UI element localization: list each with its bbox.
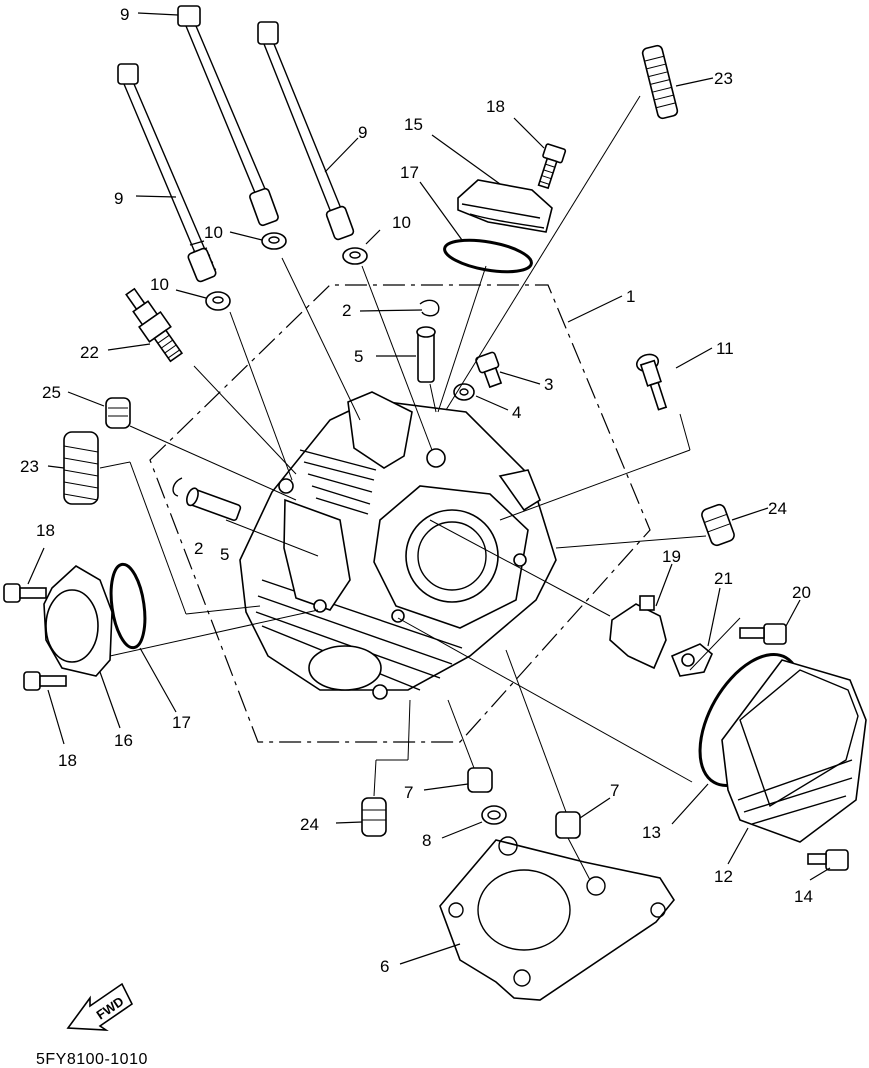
plug-25 [105,397,131,429]
cylinder-head [239,391,557,700]
callout-11: 11 [716,339,734,358]
callout-7-a: 7 [404,783,413,802]
fwd-arrow-icon: FWD [66,982,134,1031]
callout-20: 20 [792,583,811,602]
o-ring-8 [481,805,507,825]
callout-4: 4 [512,403,521,422]
callout-24-a: 24 [768,499,787,518]
callout-18-a: 18 [486,97,505,116]
callout-17-a: 17 [400,163,419,182]
bolt-18-left-bottom [23,671,67,691]
drawing-code: 5FY8100-1010 [36,1051,148,1068]
valve-guide-5-left [186,487,242,522]
callout-6: 6 [380,957,389,976]
bolt-18-left-top [3,583,47,603]
washer-2 [342,247,368,265]
bolt-18-top [537,143,567,190]
stud-bolt-middle [177,5,279,227]
bolt-11 [635,353,668,411]
bolt-3 [475,351,503,389]
callout-10-b: 10 [392,213,411,232]
callout-9-a: 9 [120,5,129,24]
callout-24-b: 24 [300,815,319,834]
plug-24-right [701,503,735,547]
valve-guide-5-top [416,326,436,383]
callout-labels: 9 9 9 23 18 15 17 10 10 10 2 1 22 5 11 3… [20,5,813,976]
spark-plug [125,287,184,363]
leader-lines [27,12,831,965]
callout-14: 14 [794,887,813,906]
part-21 [670,643,713,677]
callout-2-a: 2 [342,301,351,320]
callout-19: 19 [662,547,681,566]
stud-23-left [63,431,99,505]
callout-25: 25 [42,383,61,402]
stud-23-top [641,44,679,120]
callout-9-c: 9 [114,189,123,208]
dowel-7-right [555,811,581,839]
tappet-cover-left [43,565,113,677]
callout-7-b: 7 [610,781,619,800]
part-19 [609,595,667,670]
oil-filler-cap [457,179,553,233]
callout-18-c: 18 [58,751,77,770]
callout-5-a: 5 [354,347,363,366]
o-ring-top [443,238,533,274]
bolt-14 [807,849,849,871]
callout-16: 16 [114,731,133,750]
stud-bolt-left [117,63,217,283]
cylinder-head-cover [721,659,867,843]
callout-17-b: 17 [172,713,191,732]
clip-2-top [419,299,440,317]
assembly-boundary [149,284,651,743]
callout-5-b: 5 [220,545,229,564]
callout-15: 15 [404,115,423,134]
callout-23-a: 23 [714,69,733,88]
callout-18-b: 18 [36,521,55,540]
callout-8: 8 [422,831,431,850]
callout-3: 3 [544,375,553,394]
callout-2-b: 2 [194,539,203,558]
callout-13: 13 [642,823,661,842]
callout-22: 22 [80,343,99,362]
bolt-20 [739,623,787,645]
washer-4 [453,383,475,401]
callout-10-a: 10 [204,223,223,242]
callout-23-b: 23 [20,457,39,476]
callout-1: 1 [626,287,635,306]
clip-2-left [172,477,183,497]
callout-10-c: 10 [150,275,169,294]
callout-9-b: 9 [358,123,367,142]
plug-24-lower [361,797,387,837]
o-ring-left [109,562,147,650]
cylinder-head-gasket [439,836,675,1001]
callout-12: 12 [714,867,733,886]
dowel-7-left [467,767,493,793]
stud-bolt-right [257,21,355,241]
callout-21: 21 [714,569,733,588]
washer-1 [261,232,287,250]
washer-3 [205,291,231,311]
